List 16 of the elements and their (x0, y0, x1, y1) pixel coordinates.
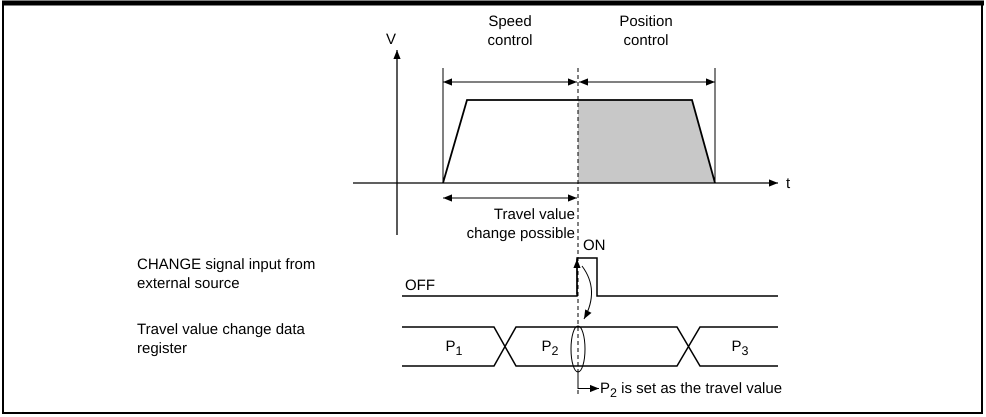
signal-name: Travel value change data register (137, 320, 306, 358)
section-label: Speed control (486, 12, 534, 50)
highlight-ellipse (570, 325, 586, 373)
axis-label: t (786, 174, 790, 193)
data-value: P$_{3}$ (730, 337, 750, 360)
annotation-text: P$_{2}$ is set as the travel value (600, 380, 782, 397)
axis-label: V (386, 30, 396, 49)
signal-name: CHANGE signal input from external source (137, 255, 316, 293)
state-label: OFF (405, 276, 435, 295)
dimension-label: Travel value change possible (466, 205, 575, 243)
curved-arrow (582, 266, 592, 320)
data-value: P$_{1}$ (444, 337, 464, 360)
state-label: ON (583, 236, 606, 255)
leader-line (578, 372, 600, 392)
data-value: P$_{2}$ (540, 337, 560, 360)
section-label: Position control (618, 12, 674, 50)
